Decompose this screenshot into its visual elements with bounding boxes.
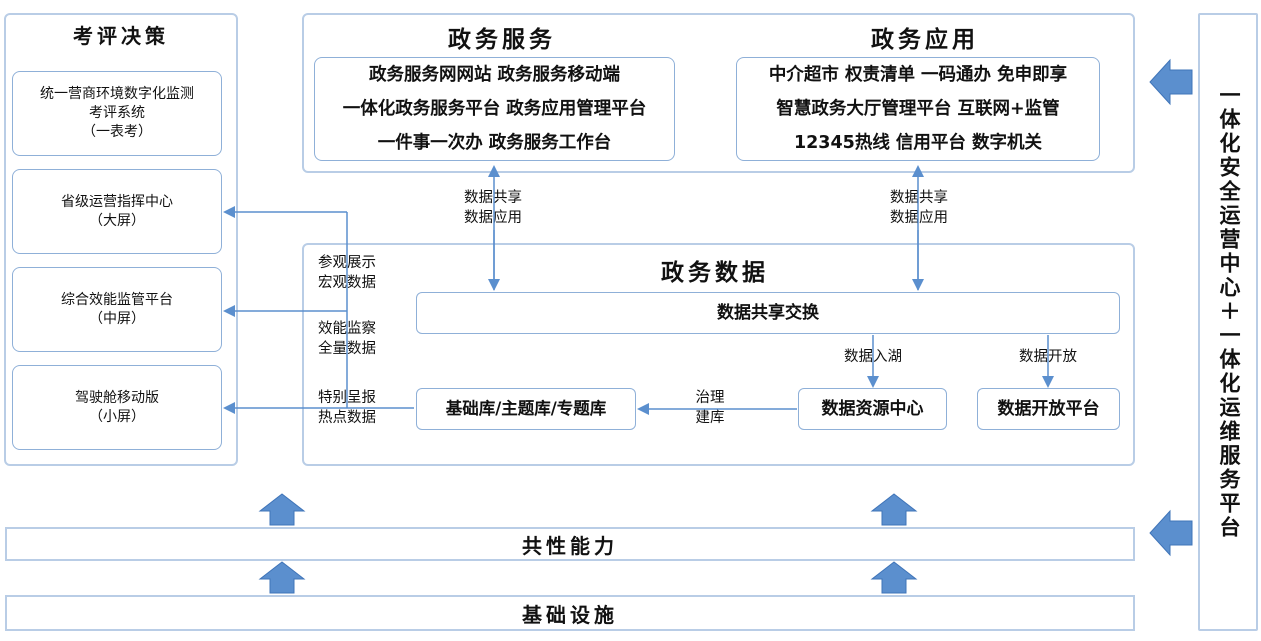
cockpit-mobile-box[interactable]: 驾驶舱移动版 （小屏） bbox=[12, 365, 222, 450]
open-platform-label: 数据开放平台 bbox=[997, 399, 1100, 419]
govern-line-1: 治理 bbox=[695, 390, 725, 406]
gov-app-box[interactable]: 中介超市 权责清单 一码通办 免申即享 智慧政务大厅管理平台 互联网+监管 12… bbox=[736, 57, 1100, 161]
left-arrow-bottom bbox=[1149, 509, 1193, 557]
up-arrow-capability-right bbox=[870, 493, 918, 526]
left-share-line-1: 数据共享 bbox=[450, 188, 536, 208]
left-share-label: 数据共享 数据应用 bbox=[450, 188, 536, 228]
command-center-line-1: 省级运营指挥中心 bbox=[61, 193, 173, 210]
govern-label: 治理 建库 bbox=[685, 388, 735, 428]
gov-service-line-2: 一体化政务服务平台 政务应用管理平台 bbox=[342, 99, 647, 119]
right-share-line-1: 数据共享 bbox=[876, 188, 962, 208]
open-platform-box[interactable]: 数据开放平台 bbox=[977, 388, 1120, 430]
right-ops-panel[interactable] bbox=[1198, 13, 1258, 631]
cockpit-mobile-line-1: 驾驶舱移动版 bbox=[75, 389, 159, 406]
gov-service-title: 政务服务 bbox=[448, 27, 556, 53]
command-center-box[interactable]: 省级运营指挥中心 （大屏） bbox=[12, 169, 222, 254]
right-ops-text: 一体化安全运营中心＋一体化运维服务平台 bbox=[1217, 84, 1241, 540]
resource-center-label: 数据资源中心 bbox=[821, 399, 924, 419]
gov-data-title: 政务数据 bbox=[661, 260, 769, 286]
gov-service-line-3: 一件事一次办 政务服务工作台 bbox=[377, 133, 612, 153]
command-center-line-2: （大屏） bbox=[89, 212, 145, 229]
govern-line-2: 建库 bbox=[695, 410, 725, 426]
left-share-line-2: 数据应用 bbox=[450, 208, 536, 228]
gov-app-line-1: 中介超市 权责清单 一码通办 免申即享 bbox=[768, 65, 1068, 85]
gov-app-line-2: 智慧政务大厅管理平台 互联网+监管 bbox=[776, 99, 1060, 119]
one-table-eval-line-2: 考评系统 bbox=[89, 105, 145, 121]
infrastructure-bar[interactable]: 基础设施 bbox=[5, 595, 1135, 631]
efficiency-platform-line-1: 综合效能监管平台 bbox=[61, 291, 173, 308]
gov-app-title: 政务应用 bbox=[871, 27, 979, 53]
right-share-line-2: 数据应用 bbox=[876, 208, 962, 228]
one-table-eval-line-3: （一表考） bbox=[82, 124, 152, 140]
gov-service-box[interactable]: 政务服务网网站 政务服务移动端 一体化政务服务平台 政务应用管理平台 一件事一次… bbox=[314, 57, 675, 161]
resource-center-box[interactable]: 数据资源中心 bbox=[798, 388, 947, 430]
one-table-eval-line-1: 统一营商环境数字化监测 bbox=[40, 86, 194, 102]
report-line-2: 热点数据 bbox=[318, 410, 376, 426]
right-share-label: 数据共享 数据应用 bbox=[876, 188, 962, 228]
up-arrow-capability-left bbox=[258, 493, 306, 526]
one-table-eval-box[interactable]: 统一营商环境数字化监测 考评系统 （一表考） bbox=[12, 71, 222, 156]
data-exchange-box[interactable]: 数据共享交换 bbox=[416, 292, 1120, 334]
gov-service-line-1: 政务服务网网站 政务服务移动端 bbox=[368, 65, 621, 85]
data-exchange-label: 数据共享交换 bbox=[717, 303, 819, 323]
base-db-label: 基础库/主题库/专题库 bbox=[445, 399, 607, 418]
evaluation-title: 考评决策 bbox=[73, 24, 169, 48]
common-capability-bar[interactable]: 共性能力 bbox=[5, 527, 1135, 561]
cockpit-mobile-line-2: （小屏） bbox=[89, 408, 145, 425]
up-arrow-infra-right bbox=[870, 561, 918, 594]
efficiency-platform-line-2: （中屏） bbox=[89, 310, 145, 327]
gov-app-line-3: 12345热线 信用平台 数字机关 bbox=[793, 133, 1043, 153]
left-arrow-top bbox=[1149, 58, 1193, 106]
base-db-box[interactable]: 基础库/主题库/专题库 bbox=[416, 388, 636, 430]
efficiency-platform-box[interactable]: 综合效能监管平台 （中屏） bbox=[12, 267, 222, 352]
up-arrow-infra-left bbox=[258, 561, 306, 594]
